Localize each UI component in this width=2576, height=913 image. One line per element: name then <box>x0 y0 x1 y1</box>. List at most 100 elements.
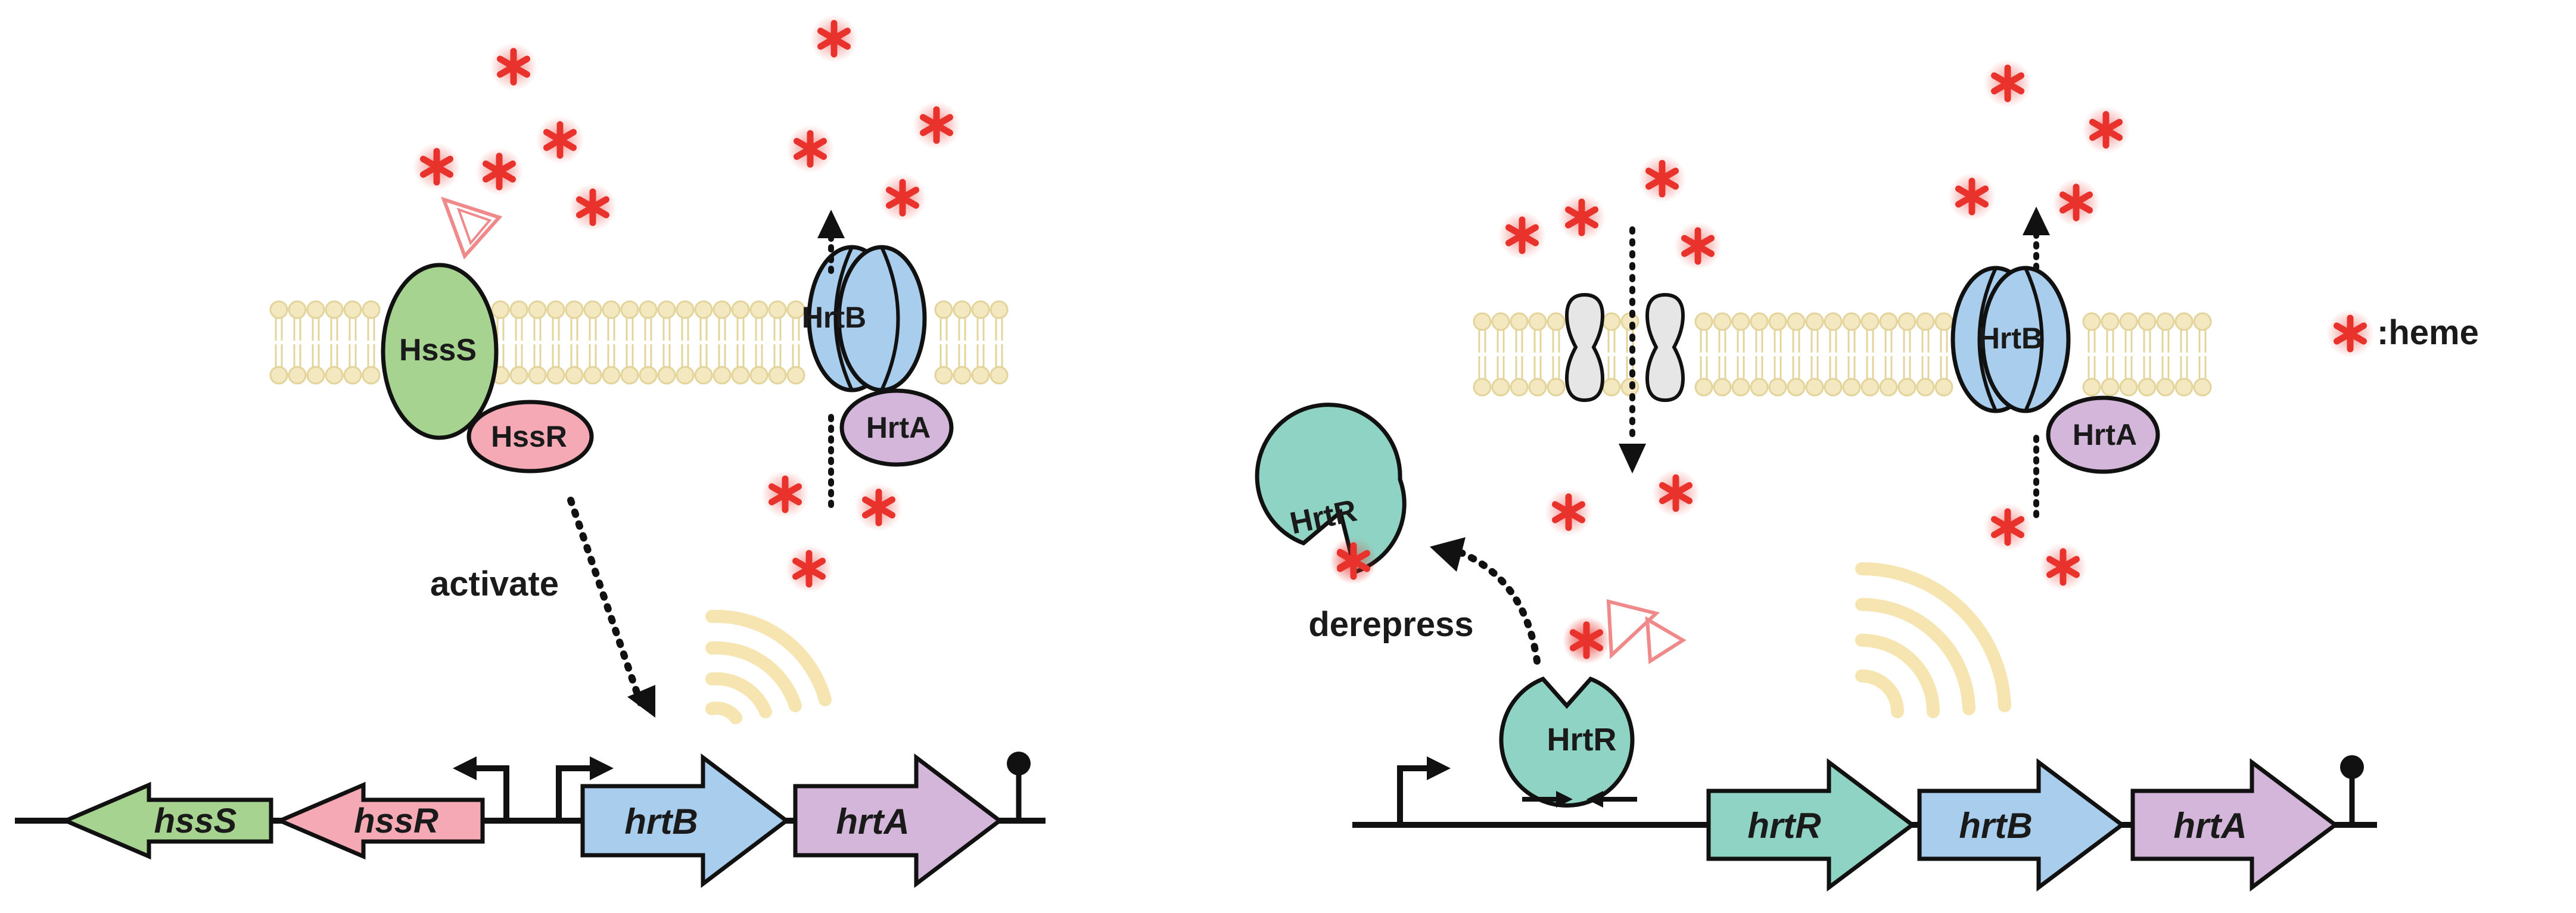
lipid-molecule <box>288 300 307 385</box>
lipid-molecule <box>1713 312 1732 397</box>
legend-heme-label: :heme <box>2377 313 2479 352</box>
lipid-molecule <box>1510 312 1529 397</box>
lipid-molecule <box>657 300 676 385</box>
lipid-molecule <box>2138 312 2157 397</box>
lipid-molecule <box>713 300 732 385</box>
lipid-molecule <box>269 300 288 385</box>
heme-icon <box>810 15 858 63</box>
lipid-molecule <box>2082 312 2101 397</box>
gene-hrtB-left <box>580 753 790 889</box>
heme-binding-cone-icon <box>441 197 503 260</box>
derepress-arrow <box>1453 547 1541 665</box>
legend: :heme <box>2326 310 2479 357</box>
lipid-molecule <box>694 300 713 385</box>
lipid-molecule <box>1602 312 1621 397</box>
heme-icon <box>2082 106 2130 154</box>
heme-icon <box>1563 616 1610 664</box>
lipid-molecule <box>971 300 990 385</box>
lipid-molecule <box>1491 312 1510 397</box>
lipid-molecule <box>1694 312 1713 397</box>
heme-icon <box>786 125 834 173</box>
heme-icon <box>536 116 584 164</box>
lipid-molecule <box>953 300 972 385</box>
lipid-molecule <box>1787 312 1806 397</box>
hrtR-bound-protein <box>1499 676 1635 808</box>
lipid-molecule <box>1934 312 1953 397</box>
lipid-molecule <box>1473 312 1492 397</box>
gene-hssR-label: hssR <box>354 802 438 840</box>
heme-icon <box>2052 179 2100 226</box>
heme-icon <box>761 470 809 518</box>
promoter-arrowhead-icon <box>1427 756 1451 780</box>
hrtR-released-protein <box>1255 403 1407 575</box>
hssR-protein <box>466 400 594 473</box>
hrtB-transporter-right <box>1950 266 2071 413</box>
heme-icon <box>2326 310 2374 357</box>
heme-icon <box>2039 543 2087 591</box>
hrtA-label-right: HrtA <box>2073 418 2137 451</box>
efflux-arrowhead-right <box>2023 207 2050 235</box>
heme-icon <box>1330 537 1377 585</box>
heme-icon <box>475 148 523 195</box>
hssS-protein <box>381 263 499 440</box>
lipid-molecule <box>509 300 528 385</box>
terminator-head-icon <box>1007 752 1031 775</box>
promoter-arrow-icon <box>556 765 593 821</box>
gene-hrtR-label: hrtR <box>1747 806 1821 846</box>
heme-icon <box>413 143 461 191</box>
hrtR-bound-label: HrtR <box>1547 722 1617 758</box>
left-panel: HrtB HrtA HssS HssR activate <box>15 15 1046 889</box>
terminator-head-icon <box>2340 755 2364 779</box>
lipid-molecule <box>306 300 325 385</box>
lipid-molecule <box>362 300 381 385</box>
lipid-molecule <box>2119 312 2138 397</box>
right-panel: HrtB HrtA HrtR derepress HrtR <box>1255 60 2377 892</box>
lipid-molecule <box>583 300 602 385</box>
import-channel <box>1564 292 1685 403</box>
lipid-molecule <box>1842 312 1861 397</box>
gene-hssS-label: hssS <box>154 802 237 840</box>
lipid-molecule <box>934 300 953 385</box>
heme-icon <box>1638 155 1686 202</box>
hssR-label: HssR <box>491 420 567 453</box>
gene-hrtR <box>1706 758 1916 892</box>
lipid-molecule <box>639 300 658 385</box>
gene-hssS <box>60 781 273 860</box>
heme-icon <box>855 484 903 531</box>
lipid-molecule <box>1861 312 1880 397</box>
heme-binding-cone-icon <box>1606 599 1687 665</box>
lipid-molecule <box>565 300 584 385</box>
heme-icon <box>569 183 617 231</box>
heme-icon <box>1948 173 1996 220</box>
heme-icon <box>879 174 926 222</box>
gene-hrtA-left <box>793 753 1003 889</box>
activate-arrowhead <box>627 685 655 718</box>
lipid-molecule <box>768 300 787 385</box>
hrtA-protein-left <box>839 388 954 467</box>
activate-label: activate <box>430 565 559 603</box>
heme-icon <box>1498 211 1546 259</box>
lipid-molecule <box>1528 312 1547 397</box>
promoter-arrowhead-icon <box>453 756 477 780</box>
heme-icon <box>1984 60 2031 107</box>
lipid-molecule <box>1805 312 1824 397</box>
lipid-molecule <box>1879 312 1898 397</box>
hrtB-label-left: HrtB <box>802 301 866 334</box>
signal-wave-icon-right <box>1855 562 2011 718</box>
heme-icon <box>913 101 960 149</box>
efflux-arrowhead-left <box>817 210 845 238</box>
heme-icon <box>490 43 537 91</box>
lipid-molecule <box>1750 312 1769 397</box>
import-arrowhead <box>1619 444 1646 473</box>
lipid-molecule <box>676 300 695 385</box>
heme-icon <box>1558 194 1606 241</box>
lipid-molecule <box>325 300 344 385</box>
lipid-molecule <box>528 300 547 385</box>
lipid-molecule <box>620 300 639 385</box>
lipid-molecule <box>546 300 565 385</box>
lipid-molecule <box>1824 312 1843 397</box>
lipid-molecule <box>2101 312 2120 397</box>
gene-hssR <box>275 781 485 860</box>
